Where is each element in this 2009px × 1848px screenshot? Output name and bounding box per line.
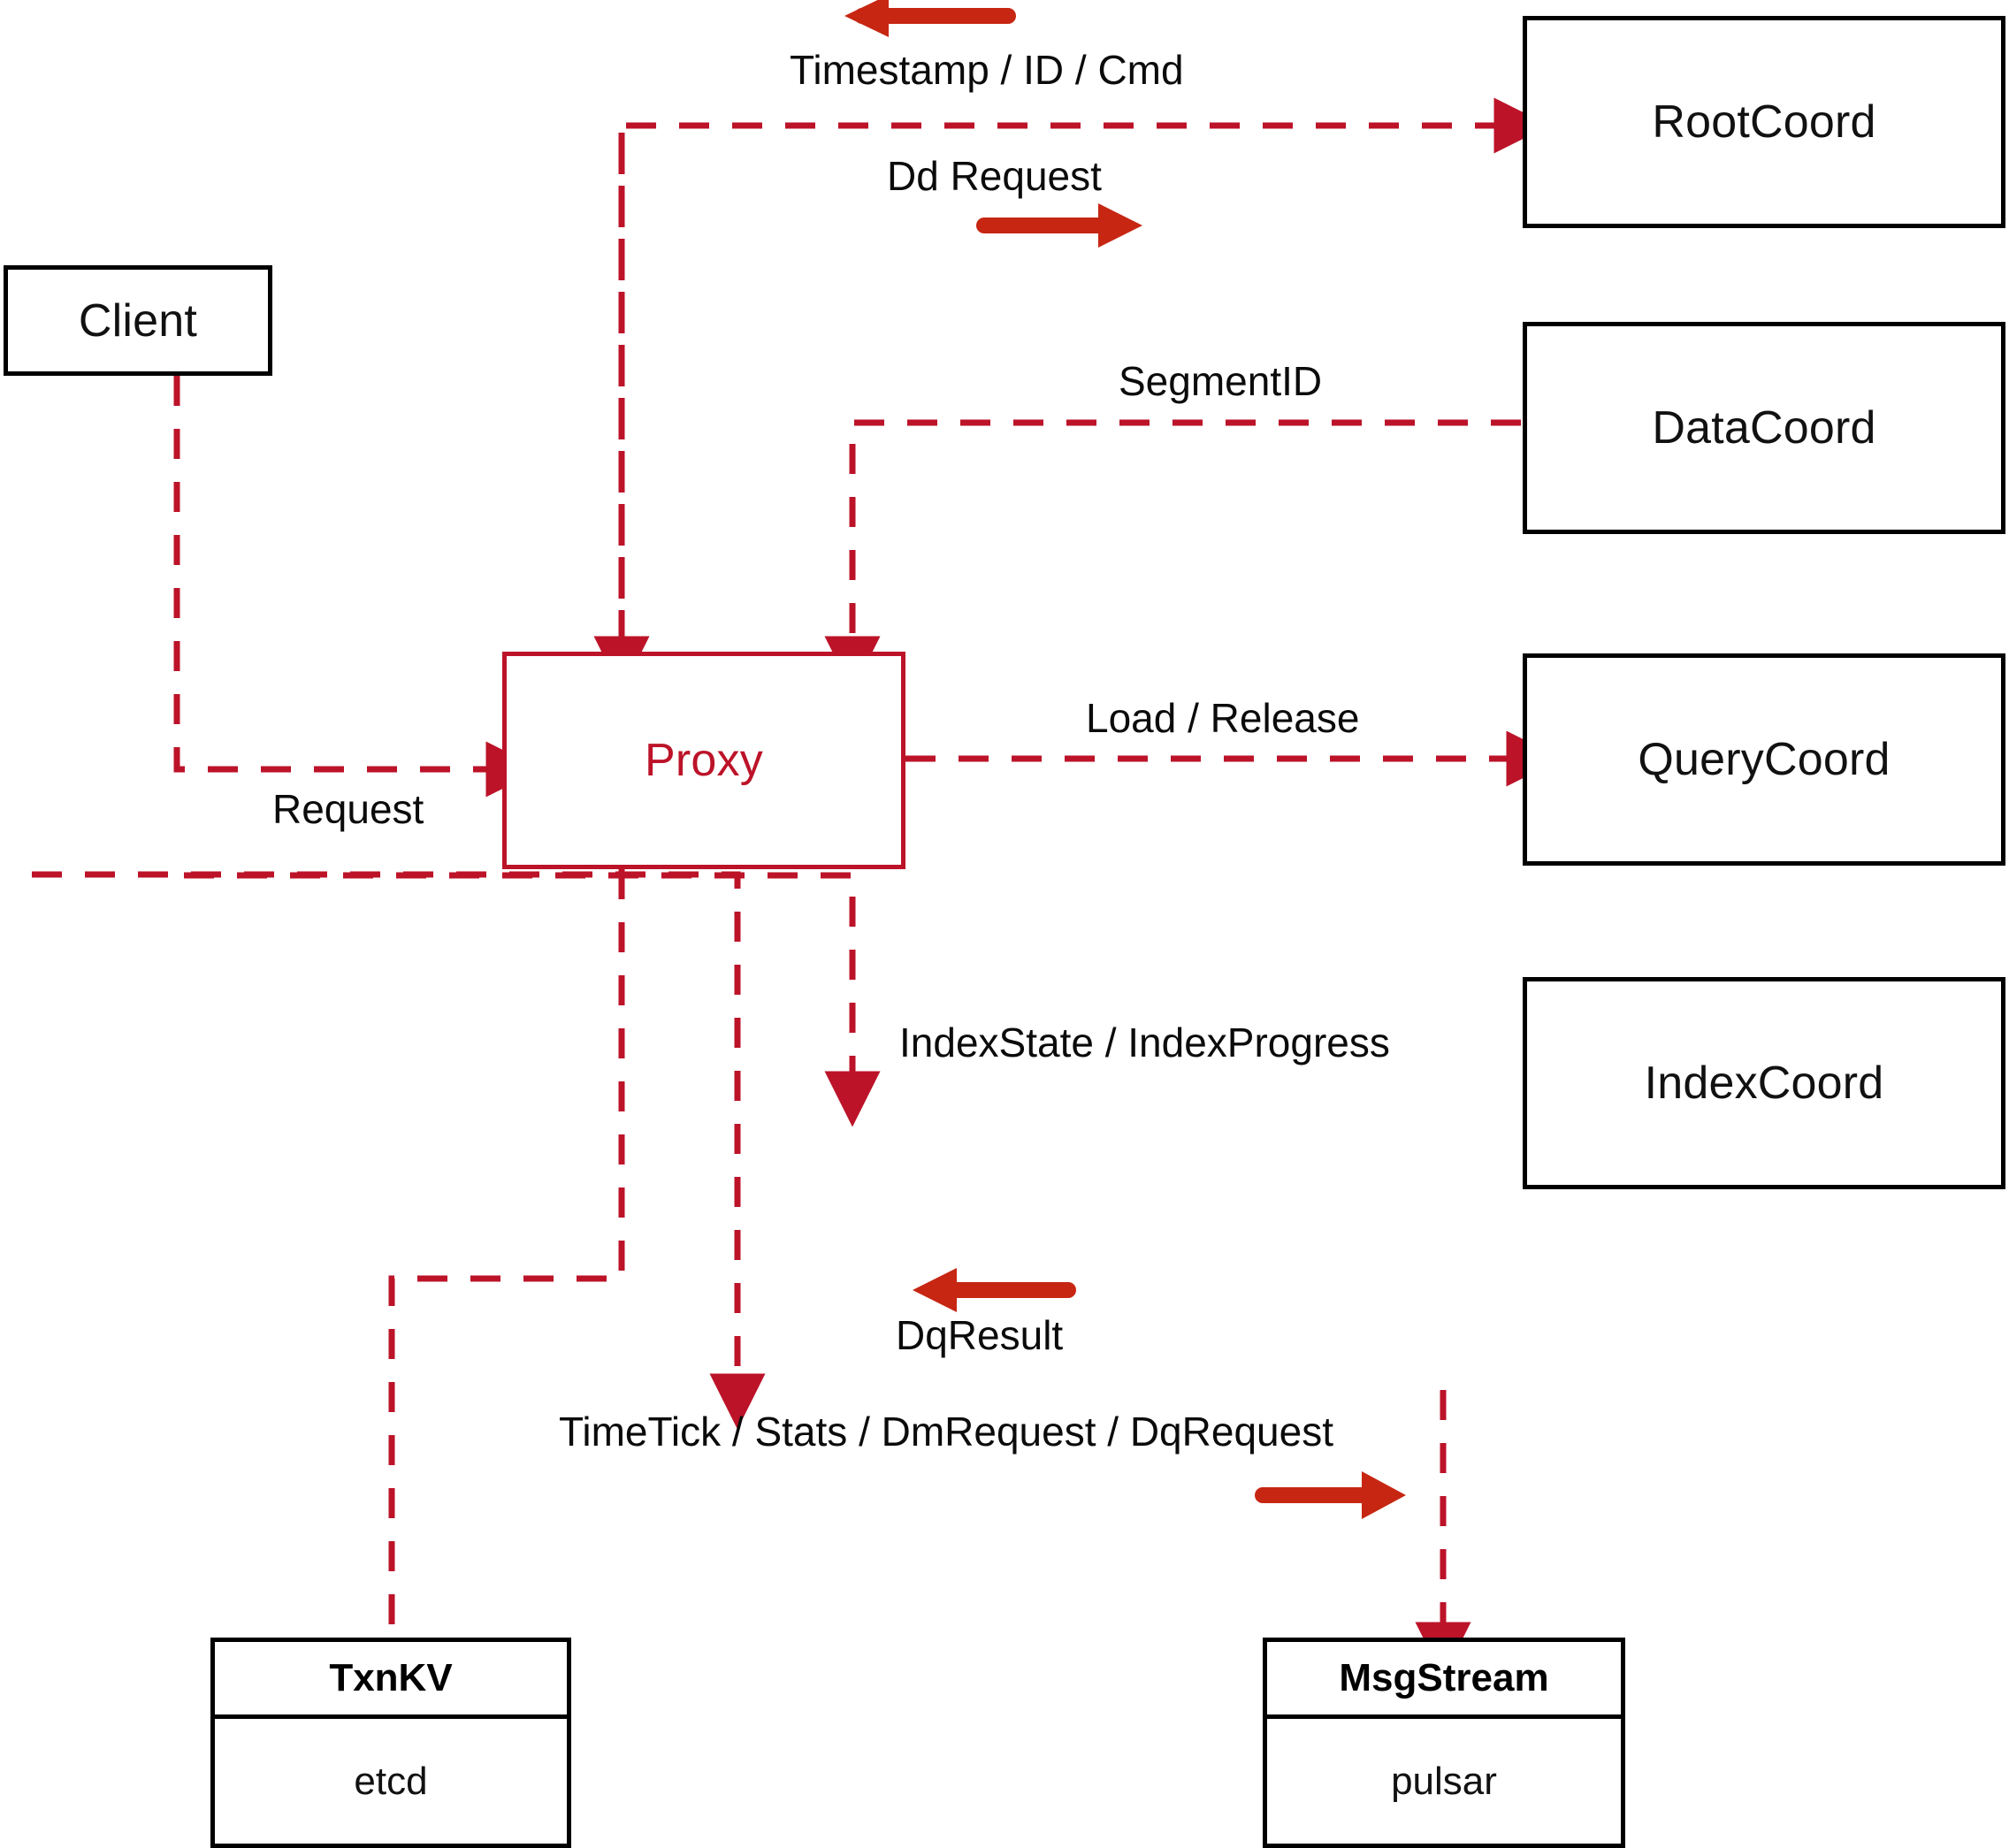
node-txnkv[interactable]: TxnKV etcd <box>210 1638 571 1848</box>
edge-client-to-proxy <box>173 376 542 798</box>
node-txnkv-body: etcd <box>354 1759 428 1803</box>
edge-label-index-state: IndexState / IndexProgress <box>899 1019 1390 1065</box>
node-datacoord[interactable]: DataCoord <box>1523 322 2005 534</box>
node-indexcoord[interactable]: IndexCoord <box>1523 977 2005 1189</box>
node-client-label: Client <box>78 294 198 347</box>
solid-arrow-dqresult-left <box>913 1268 1076 1312</box>
node-rootcoord[interactable]: RootCoord <box>1523 16 2005 228</box>
node-indexcoord-label: IndexCoord <box>1644 1058 1884 1109</box>
edge-label-dd-request: Dd Request <box>887 153 1102 199</box>
edge-label-request: Request <box>272 786 424 832</box>
edge-label-dq-result: DqResult <box>896 1312 1064 1358</box>
node-datacoord-label: DataCoord <box>1652 402 1876 454</box>
edge-indexcoord-to-proxy <box>184 872 881 1127</box>
solid-arrow-timetick-right <box>1255 1471 1406 1519</box>
edge-label-segment-id: SegmentID <box>1119 358 1323 404</box>
edge-label-timetick-stats: TimeTick / Stats / DmRequest / DqRequest <box>559 1409 1333 1455</box>
node-txnkv-header: TxnKV <box>215 1642 567 1719</box>
edge-datacoord-to-proxy <box>824 419 1521 692</box>
edge-msgstream-to-proxy <box>32 871 766 1430</box>
node-client[interactable]: Client <box>4 265 272 376</box>
solid-arrow-dd-request-right <box>976 203 1142 248</box>
solid-arrow-timestamp-left <box>844 0 1016 37</box>
node-rootcoord-label: RootCoord <box>1652 96 1876 148</box>
edge-proxy-to-rootcoord <box>618 97 1550 652</box>
node-querycoord-label: QueryCoord <box>1638 734 1891 785</box>
edge-label-timestamp-id-cmd: Timestamp / ID / Cmd <box>790 47 1184 93</box>
edge-label-load-release: Load / Release <box>1086 695 1360 741</box>
node-msgstream-header: MsgStream <box>1267 1642 1621 1719</box>
node-proxy-label: Proxy <box>645 735 763 786</box>
node-querycoord[interactable]: QueryCoord <box>1523 653 2005 866</box>
node-proxy[interactable]: Proxy <box>502 652 905 869</box>
node-msgstream-body: pulsar <box>1391 1759 1497 1803</box>
edge-proxy-to-txnkv <box>388 869 625 1638</box>
node-msgstream[interactable]: MsgStream pulsar <box>1263 1638 1625 1848</box>
